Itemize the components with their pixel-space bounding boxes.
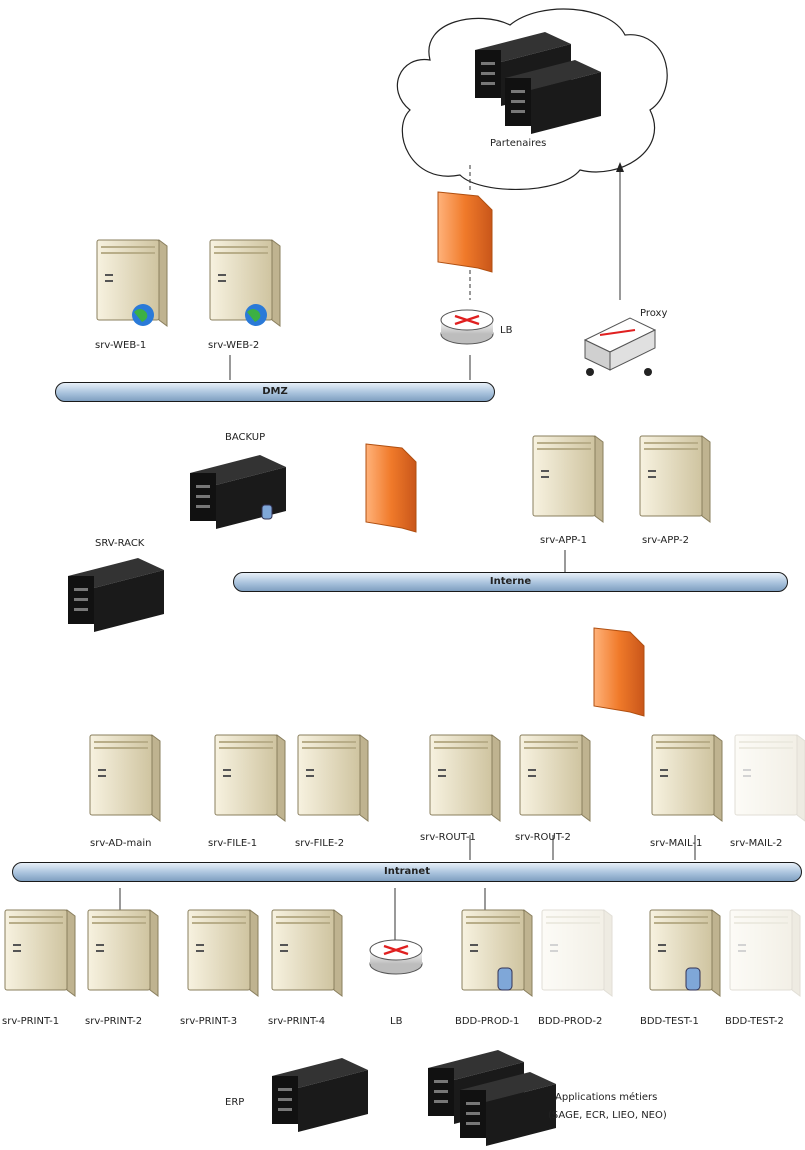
erp-label: ERP bbox=[225, 1097, 245, 1108]
row2-label-0: srv-PRINT-1 bbox=[2, 1016, 60, 1027]
srv-app-1 bbox=[532, 435, 604, 523]
row1-label-1: srv-FILE-1 bbox=[208, 838, 258, 849]
proxy-label: Proxy bbox=[640, 308, 668, 319]
bus-dmz: DMZ bbox=[55, 382, 495, 402]
bus-internal-label: Interne bbox=[489, 576, 532, 587]
apps-sub-label: (SAGE, ECR, LIEO, NEO) bbox=[548, 1110, 667, 1121]
srv-mail-1 bbox=[651, 734, 723, 822]
lb-intranet bbox=[368, 938, 424, 976]
srv-print-4 bbox=[271, 909, 343, 997]
lb-dmz bbox=[439, 308, 495, 346]
row2-label-4: LB bbox=[390, 1016, 403, 1027]
bdd-prod-2 bbox=[541, 909, 613, 997]
srv-print-1 bbox=[4, 909, 76, 997]
bus-internal: Interne bbox=[233, 572, 788, 592]
lb-dmz-label: LB bbox=[500, 325, 513, 336]
srv-print-2 bbox=[87, 909, 159, 997]
app2-label: srv-APP-2 bbox=[642, 535, 690, 546]
firewall-3 bbox=[593, 627, 645, 717]
row2-label-2: srv-PRINT-3 bbox=[180, 1016, 238, 1027]
srv-rack bbox=[68, 558, 164, 632]
srv-app-2 bbox=[639, 435, 711, 523]
bus-intranet-label: Intranet bbox=[384, 866, 430, 877]
srv-print-3 bbox=[187, 909, 259, 997]
cloud-label: Partenaires bbox=[490, 138, 547, 149]
row2-label-8: BDD-TEST-2 bbox=[725, 1016, 784, 1027]
row2-label-6: BDD-PROD-2 bbox=[538, 1016, 603, 1027]
srv-rout-2 bbox=[519, 734, 591, 822]
srv-file-2 bbox=[297, 734, 369, 822]
srv-rout-1 bbox=[429, 734, 501, 822]
row2-label-7: BDD-TEST-1 bbox=[640, 1016, 699, 1027]
row1-label-6: srv-MAIL-2 bbox=[730, 838, 783, 849]
bdd-test-2 bbox=[729, 909, 801, 997]
row1-label-0: srv-AD-main bbox=[90, 838, 152, 849]
bdd-test-1 bbox=[649, 909, 721, 997]
proxy-device bbox=[583, 317, 657, 376]
bus-intranet: Intranet bbox=[12, 862, 802, 882]
apps-label: Applications métiers bbox=[555, 1092, 658, 1103]
bus-dmz-label: DMZ bbox=[262, 386, 288, 397]
web1-label: srv-WEB-1 bbox=[95, 340, 147, 351]
srv-ad-main bbox=[89, 734, 161, 822]
srv-web-2 bbox=[209, 239, 281, 327]
srv-mail-2 bbox=[734, 734, 805, 822]
row1-label-3: srv-ROUT-1 bbox=[420, 832, 476, 843]
firewall-1 bbox=[437, 191, 493, 273]
row2-label-5: BDD-PROD-1 bbox=[455, 1016, 520, 1027]
backup-label: BACKUP bbox=[225, 432, 266, 443]
srv-web-1 bbox=[96, 239, 168, 327]
bdd-prod-1 bbox=[461, 909, 533, 997]
erp-rack bbox=[272, 1058, 368, 1132]
srv-rack-label: SRV-RACK bbox=[95, 538, 145, 549]
row2-label-1: srv-PRINT-2 bbox=[85, 1016, 143, 1027]
srv-file-1 bbox=[214, 734, 286, 822]
firewall-2 bbox=[365, 443, 417, 533]
row2-label-3: srv-PRINT-4 bbox=[268, 1016, 326, 1027]
row1-label-5: srv-MAIL-1 bbox=[650, 838, 703, 849]
web2-label: srv-WEB-2 bbox=[208, 340, 260, 351]
row1-label-2: srv-FILE-2 bbox=[295, 838, 345, 849]
row1-label-4: srv-ROUT-2 bbox=[515, 832, 571, 843]
app1-label: srv-APP-1 bbox=[540, 535, 588, 546]
